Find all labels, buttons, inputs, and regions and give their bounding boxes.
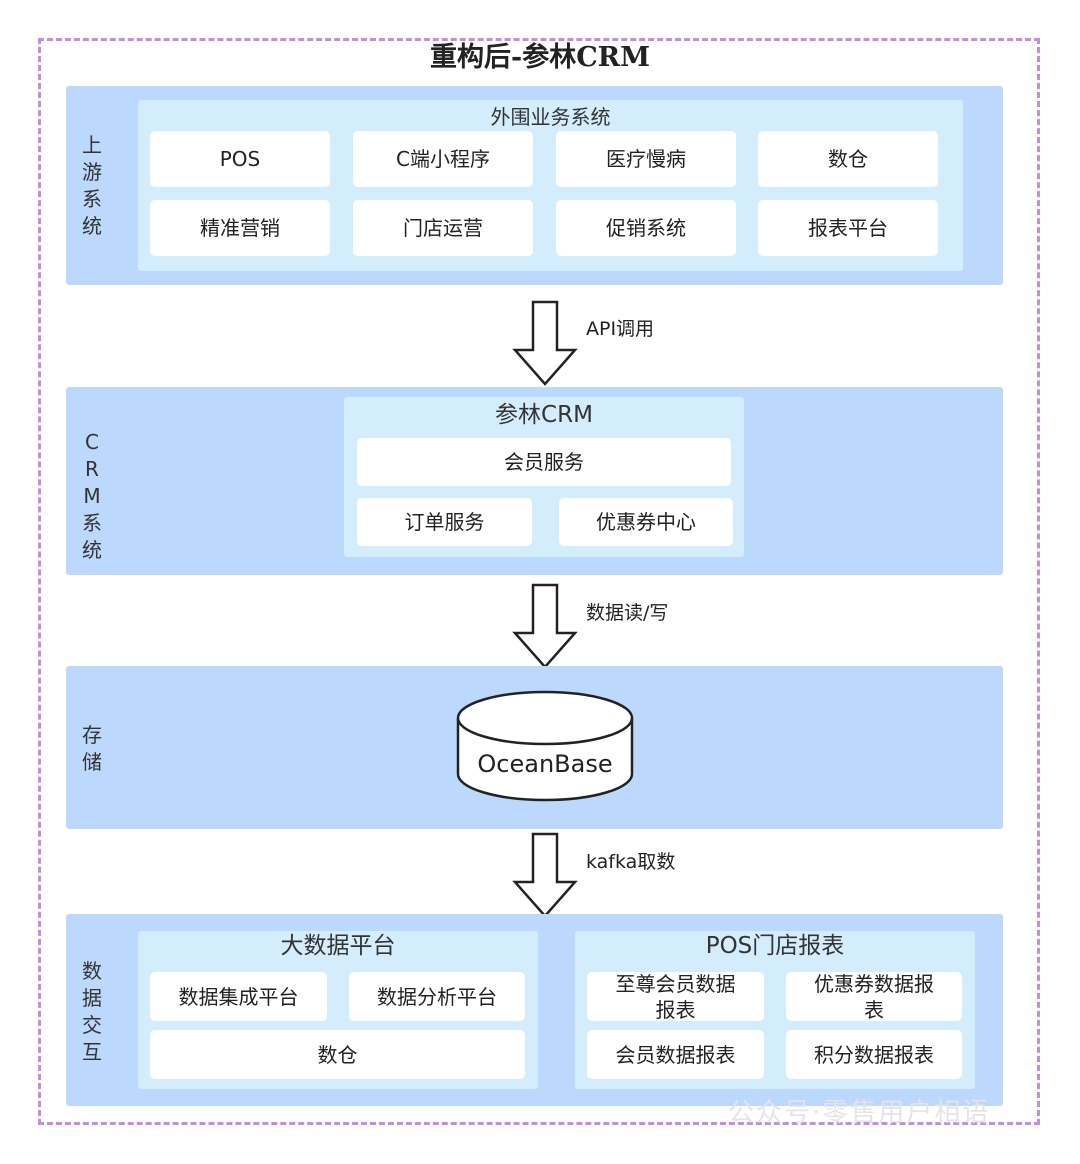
arrow-down-icon xyxy=(512,583,578,669)
arrow-down-icon xyxy=(512,300,578,386)
upstream-panel-title: 外围业务系统 xyxy=(490,105,611,129)
pos-report-panel: POS门店报表 至尊会员数据报表 优惠券数据报表 会员数据报表 积分数据报表 xyxy=(575,931,975,1089)
watermark: 公众号·零售用户相语 xyxy=(728,1098,991,1128)
bigdata-integration: 数据集成平台 xyxy=(150,972,327,1021)
upstream-item-pos: POS xyxy=(150,131,330,187)
bigdata-panel: 大数据平台 数据集成平台 数据分析平台 数仓 xyxy=(138,931,538,1089)
crm-panel-title: 参林CRM xyxy=(495,402,593,428)
crm-layer: C R M 系 统 参林CRM 会员服务 订单服务 优惠券中心 xyxy=(66,387,1003,575)
upstream-item-chronic-care: 医疗慢病 xyxy=(556,131,736,187)
upstream-layer-label: 上 游 系 统 xyxy=(82,133,102,238)
arrow-label-kafka: kafka取数 xyxy=(586,851,676,873)
bigdata-panel-title: 大数据平台 xyxy=(280,933,396,959)
pos-report-points: 积分数据报表 xyxy=(786,1030,962,1079)
upstream-item-miniprogram: C端小程序 xyxy=(353,131,533,187)
pos-report-coupon: 优惠券数据报表 xyxy=(786,972,962,1022)
storage-layer-label: 存 储 xyxy=(82,723,102,774)
upstream-item-warehouse: 数仓 xyxy=(758,131,938,187)
upstream-item-report-platform: 报表平台 xyxy=(758,200,938,256)
database-label: OceanBase xyxy=(477,750,613,778)
arrow-label-api: API调用 xyxy=(586,318,655,340)
diagram-frame xyxy=(38,38,1040,1125)
exchange-layer: 数 据 交 互 大数据平台 数据集成平台 数据分析平台 数仓 POS门店报表 至… xyxy=(66,914,1003,1106)
arrow-down-icon xyxy=(512,832,578,918)
upstream-item-promotion: 促销系统 xyxy=(556,200,736,256)
upstream-layer: 上 游 系 统 外围业务系统 POS C端小程序 医疗慢病 数仓 精准营销 门店… xyxy=(66,86,1003,285)
exchange-layer-label: 数 据 交 互 xyxy=(82,959,102,1064)
upstream-item-store-ops: 门店运营 xyxy=(353,200,533,256)
diagram-title: 重构后-参林CRM xyxy=(429,42,651,73)
pos-report-vip: 至尊会员数据报表 xyxy=(587,972,764,1022)
crm-coupon-center: 优惠券中心 xyxy=(559,498,733,546)
arrow-label-readwrite: 数据读/写 xyxy=(586,602,669,624)
bigdata-warehouse: 数仓 xyxy=(150,1030,525,1079)
pos-report-panel-title: POS门店报表 xyxy=(705,933,845,959)
crm-order-service: 订单服务 xyxy=(357,498,532,546)
crm-layer-label: C R M 系 统 xyxy=(82,430,102,562)
crm-panel: 参林CRM 会员服务 订单服务 优惠券中心 xyxy=(344,397,744,557)
upstream-panel: 外围业务系统 POS C端小程序 医疗慢病 数仓 精准营销 门店运营 促销系统 … xyxy=(138,100,963,271)
database-icon xyxy=(456,690,634,802)
crm-member-service: 会员服务 xyxy=(357,438,731,486)
pos-report-member: 会员数据报表 xyxy=(587,1030,764,1079)
upstream-item-precision-marketing: 精准营销 xyxy=(150,200,330,256)
bigdata-analysis: 数据分析平台 xyxy=(349,972,525,1021)
